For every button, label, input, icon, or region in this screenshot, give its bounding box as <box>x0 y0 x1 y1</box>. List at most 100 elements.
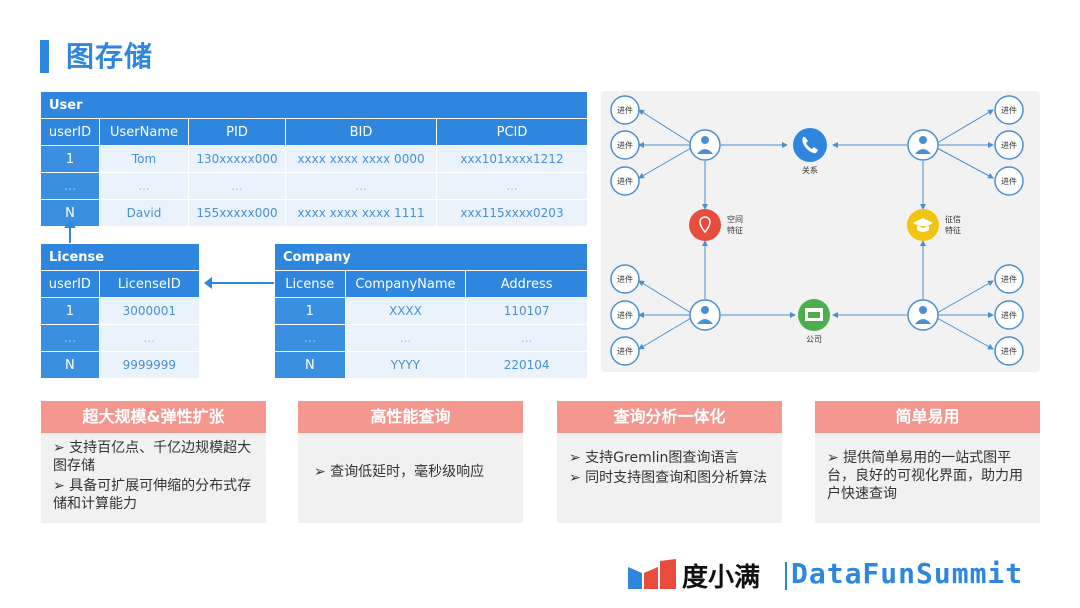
company-cell: 110107 <box>465 297 588 325</box>
company-cell: N <box>274 351 346 379</box>
table-row: N David 155xxxxx000 xxxx xxxx xxxx 1111 … <box>40 199 588 227</box>
leaf-node <box>994 300 1024 330</box>
graph-diagram: 进件 进件 进件 进件 进件 进件 进件 进件 进件 进件 进件 进件 关系 空… <box>610 95 1024 366</box>
leaf-node <box>610 130 640 160</box>
user-cell: David <box>99 199 189 227</box>
user-cell: xxx115xxxx0203 <box>436 199 588 227</box>
table-row: ... ... ... <box>274 324 588 352</box>
card-line: ➢ 支持Gremlin图查询语言 <box>569 450 739 466</box>
brand-logo-icon <box>628 559 676 589</box>
person-icon <box>919 306 927 314</box>
license-table: License userID LicenseID 1 3000001 ... .… <box>40 243 201 379</box>
leaf-label: 进件 <box>617 310 633 320</box>
feature-card-scale: 超大规模&弹性扩张 ➢ 支持百亿点、千亿边规模超大图存储 ➢ 具备可扩展可伸缩的… <box>41 401 266 523</box>
company-table: Company License CompanyName Address 1 XX… <box>274 243 588 379</box>
table-row: N 9999999 <box>40 351 201 379</box>
leaf-label: 进件 <box>1001 140 1017 150</box>
table-row: 1 XXXX 110107 <box>274 297 588 325</box>
company-cell: XXXX <box>344 297 467 325</box>
leaf-label: 进件 <box>617 140 633 150</box>
relation-node <box>793 128 827 162</box>
person-icon <box>919 136 927 144</box>
card-line: ➢ 支持百亿点、千亿边规模超大图存储 <box>53 440 252 474</box>
person-node <box>689 129 721 161</box>
table-connectors <box>64 220 274 289</box>
company-header: License <box>274 270 346 298</box>
person-icon <box>701 136 709 144</box>
user-table-name: User <box>40 91 588 119</box>
user-cell: xxxx xxxx xxxx 1111 <box>285 199 437 227</box>
table-row: 1 3000001 <box>40 297 201 325</box>
user-header: PID <box>188 118 286 146</box>
company-cell: YYYY <box>344 351 467 379</box>
leaf-label: 进件 <box>617 176 633 186</box>
space-node <box>689 209 721 241</box>
user-table: User userID UserName PID BID PCID 1 Tom … <box>40 91 588 227</box>
license-cell: ... <box>40 324 100 352</box>
phone-icon <box>802 137 818 154</box>
user-cell: xxxx xxxx xxxx 0000 <box>285 145 437 173</box>
leaf-node <box>610 336 640 366</box>
user-cell: 155xxxxx000 <box>188 199 286 227</box>
table-row: 1 Tom 130xxxxx000 xxxx xxxx xxxx 0000 xx… <box>40 145 588 173</box>
up-arrow-icon <box>64 220 76 228</box>
table-row: ... ... ... ... ... <box>40 172 588 200</box>
license-cell: 3000001 <box>98 297 201 325</box>
leaf-node <box>994 130 1024 160</box>
left-arrow-icon <box>204 277 212 289</box>
page-title: 图存储 <box>66 40 154 73</box>
credit-label-line1: 征信 <box>945 214 961 224</box>
relation-label: 关系 <box>802 165 818 175</box>
user-cell: xxx101xxxx1212 <box>436 145 588 173</box>
leaf-label: 进件 <box>1001 176 1017 186</box>
person-icon <box>701 306 709 314</box>
license-header: userID <box>40 270 100 298</box>
card-line: ➢ 具备可扩展可伸缩的分布式存储和计算能力 <box>53 478 252 512</box>
credit-label-line2: 特征 <box>945 225 961 235</box>
card-line: ➢ 查询低延时，毫秒级响应 <box>314 464 485 480</box>
user-cell: 1 <box>40 145 100 173</box>
card-title: 高性能查询 <box>298 401 523 433</box>
leaf-node <box>610 166 640 196</box>
license-cell: ... <box>98 324 201 352</box>
location-pin-icon <box>699 216 711 234</box>
user-cell: ... <box>99 172 189 200</box>
license-table-name: License <box>40 243 200 271</box>
leaf-label: 进件 <box>617 346 633 356</box>
leaf-node <box>610 95 640 125</box>
user-cell: Tom <box>99 145 189 173</box>
leaf-node <box>994 336 1024 366</box>
card-line: ➢ 提供简单易用的一站式图平台，良好的可视化界面，助力用户快速查询 <box>827 450 1023 502</box>
company-cell: ... <box>465 324 588 352</box>
space-label-line2: 特征 <box>727 225 743 235</box>
license-cell: N <box>40 351 100 379</box>
user-cell: ... <box>40 172 100 200</box>
leaf-label: 进件 <box>617 274 633 284</box>
leaf-label: 进件 <box>617 105 633 115</box>
person-icon <box>697 319 713 324</box>
card-line: ➢ 同时支持图查询和图分析算法 <box>569 470 768 486</box>
leaf-node <box>994 166 1024 196</box>
graduation-cap-icon <box>913 218 933 232</box>
company-cell: ... <box>344 324 467 352</box>
license-header: LicenseID <box>98 270 201 298</box>
summit-name: DataFunSummit <box>791 557 1024 590</box>
card-title: 查询分析一体化 <box>557 401 782 433</box>
leaf-node <box>994 264 1024 294</box>
leaf-node <box>610 264 640 294</box>
company-header: CompanyName <box>344 270 467 298</box>
feature-card-usability: 简单易用 ➢ 提供简单易用的一站式图平台，良好的可视化界面，助力用户快速查询 <box>815 401 1040 523</box>
user-header: BID <box>285 118 437 146</box>
person-node <box>907 129 939 161</box>
person-node <box>689 299 721 331</box>
space-label-line1: 空间 <box>727 214 743 224</box>
company-cell: 1 <box>274 297 346 325</box>
leaf-node <box>994 95 1024 125</box>
license-cell: 1 <box>40 297 100 325</box>
leaf-node <box>610 300 640 330</box>
leaf-label: 进件 <box>1001 346 1017 356</box>
person-node <box>907 299 939 331</box>
user-header: UserName <box>99 118 189 146</box>
company-header: Address <box>465 270 588 298</box>
feature-card-analysis: 查询分析一体化 ➢ 支持Gremlin图查询语言 ➢ 同时支持图查询和图分析算法 <box>557 401 782 523</box>
